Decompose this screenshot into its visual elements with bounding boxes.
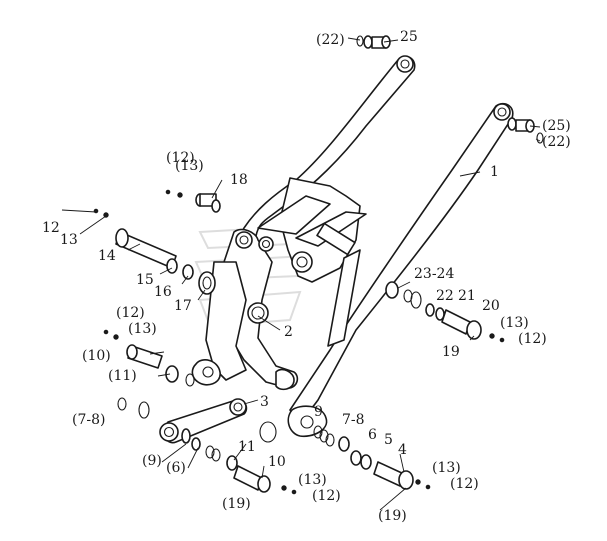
callout-25-right: (25) <box>542 118 571 134</box>
callout-7-8-right: 7-8 <box>342 412 365 428</box>
callout-12-left: 12 <box>42 220 60 236</box>
callout-12-bottom: (12) <box>312 488 341 504</box>
callout-18: 18 <box>230 172 248 188</box>
callout-13-bottom: (13) <box>298 472 327 488</box>
callout-6-left: (6) <box>166 460 186 476</box>
callout-20: 20 <box>482 298 500 314</box>
callout-15: 15 <box>136 272 154 288</box>
callout-6-right: 6 <box>368 427 377 443</box>
callout-12-right: (12) <box>518 331 547 347</box>
callout-22-right-mid: 22 <box>436 288 454 304</box>
callout-12-bottom-right: (12) <box>450 476 479 492</box>
callout-19-bottom: (19) <box>222 496 251 512</box>
callout-25-top: 25 <box>400 29 418 45</box>
callout-22-top: (22) <box>316 32 345 48</box>
callout-12-mid: (12) <box>116 305 145 321</box>
callout-13-left: 13 <box>60 232 78 248</box>
callout-10-left: (10) <box>82 348 111 364</box>
callout-13-bottom-right: (13) <box>432 460 461 476</box>
callout-10-bottom: 10 <box>268 454 286 470</box>
callout-21: 21 <box>458 288 476 304</box>
bell-crank-part-2 <box>191 228 299 391</box>
callout-23-24: 23-24 <box>414 266 454 282</box>
callout-9-left: (9) <box>142 453 162 469</box>
lift-arm-part-1 <box>235 55 514 438</box>
callout-labels: (22) 25 (25) (22) 1 (12) (13) 18 12 13 1… <box>42 29 571 524</box>
link-part-3 <box>159 398 248 444</box>
callout-4: 4 <box>398 442 407 458</box>
callout-13-mid: (13) <box>128 321 157 337</box>
callout-3: 3 <box>260 394 269 410</box>
callout-17: 17 <box>174 298 192 314</box>
callout-5: 5 <box>384 432 393 448</box>
callout-16: 16 <box>154 284 172 300</box>
callout-13-upper: (13) <box>175 158 204 174</box>
callout-2: 2 <box>284 324 293 340</box>
callout-22-right: (22) <box>542 134 571 150</box>
callout-9-right: 9 <box>314 404 323 420</box>
callout-14: 14 <box>98 248 116 264</box>
callout-11-bottom: 11 <box>238 439 256 455</box>
callout-19-right: 19 <box>442 344 460 360</box>
pins-and-bushings <box>93 35 544 495</box>
callout-11-left: (11) <box>108 368 137 384</box>
callout-7-8-left: (7-8) <box>72 412 105 428</box>
leader-lines <box>61 37 541 511</box>
callout-12-upper: (12) <box>166 150 195 166</box>
callout-19-bottom-right: (19) <box>378 508 407 524</box>
callout-13-right: (13) <box>500 315 529 331</box>
callout-1: 1 <box>490 164 499 180</box>
